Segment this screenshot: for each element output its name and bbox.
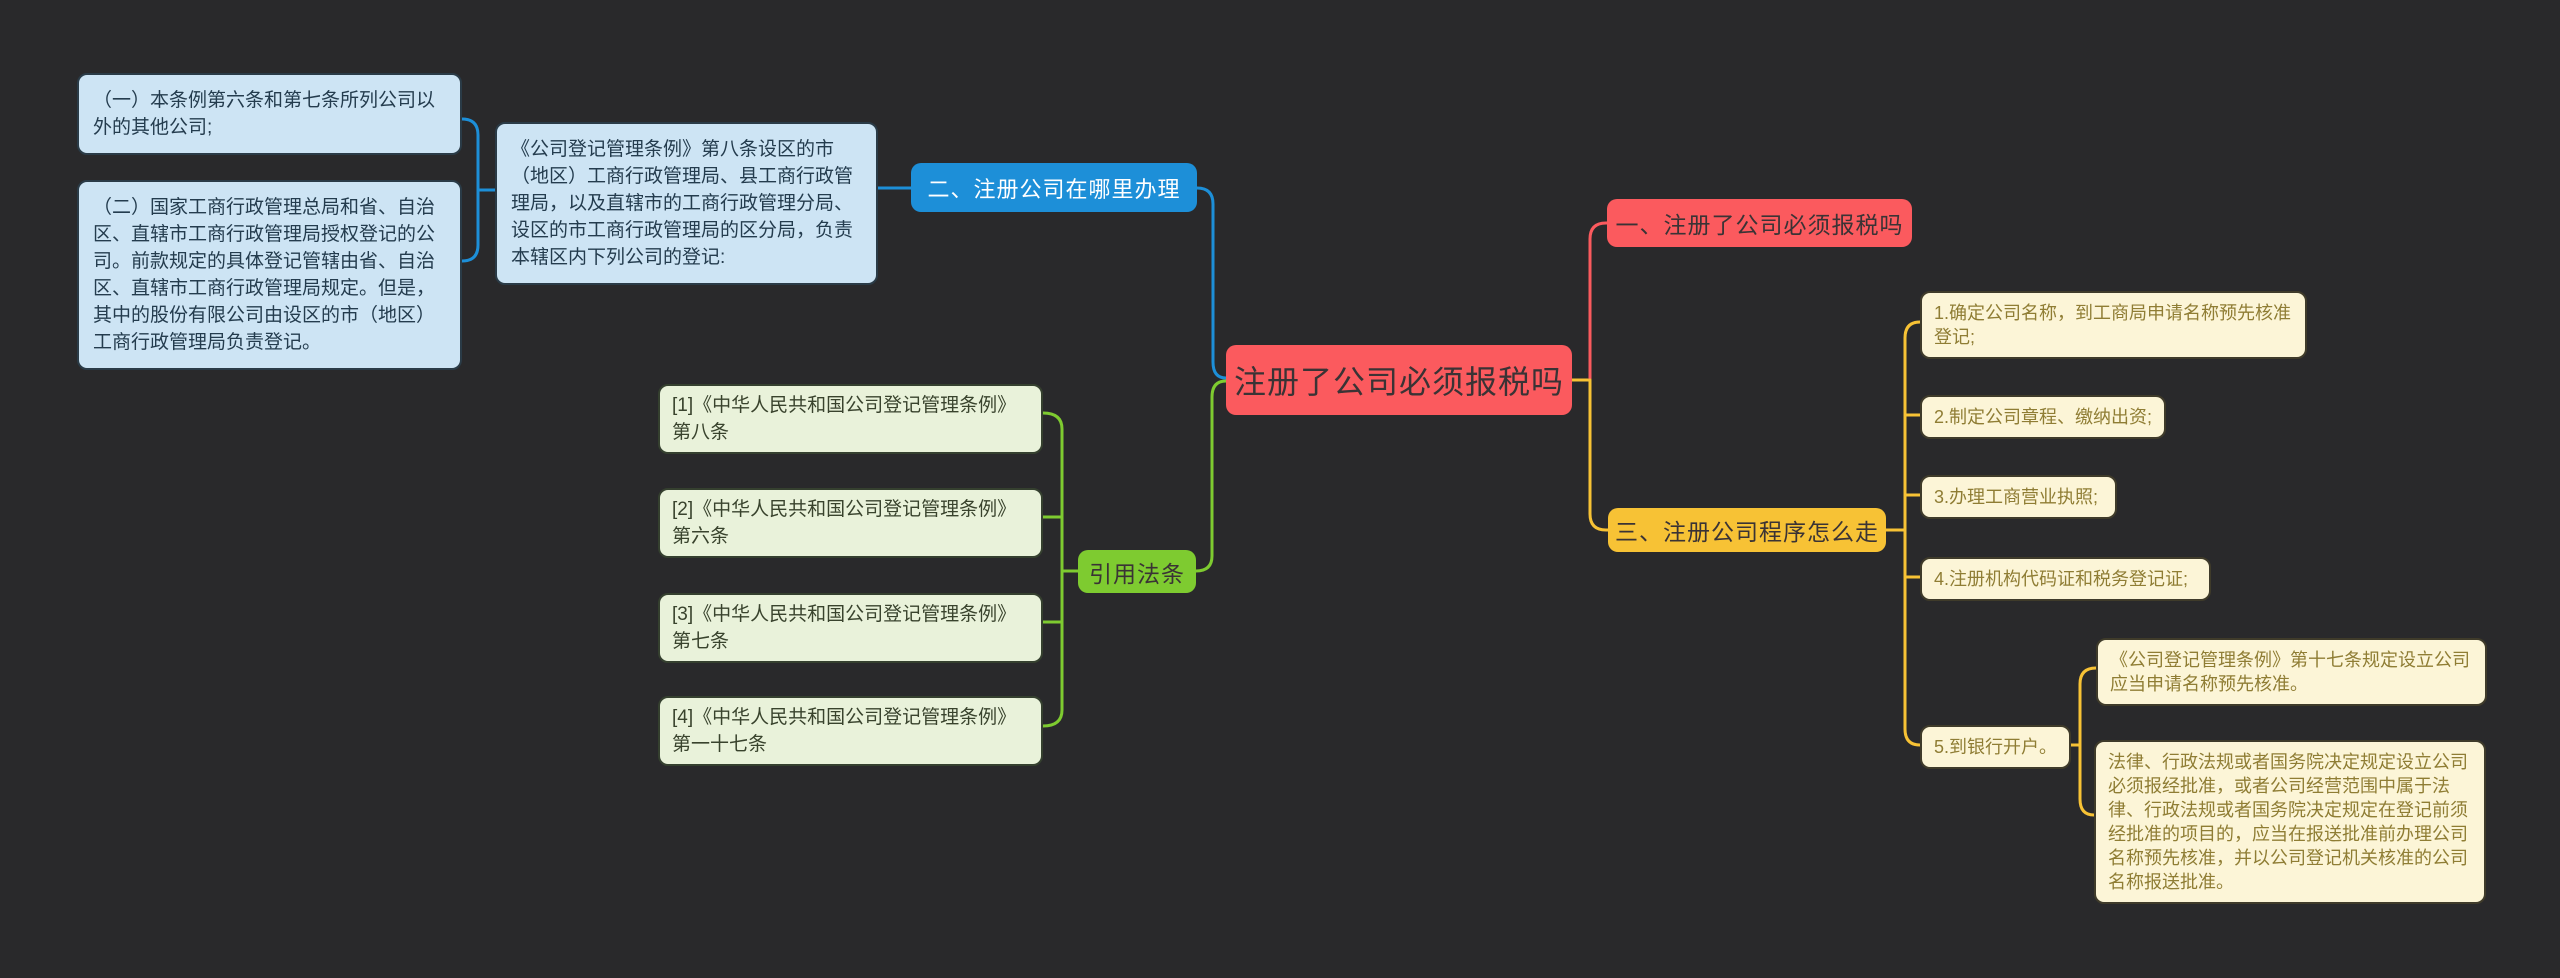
central-topic-label: 注册了公司必须报税吗: [1234, 364, 1565, 400]
citation-1[interactable]: [1]《中华人民共和国公司登记管理条例》 第八条: [658, 384, 1043, 454]
connector-green-central-to-node: [1194, 379, 1228, 573]
step-1-label: 1.确定公司名称，到工商局申请名称预先核准登记;: [1934, 303, 2292, 347]
citations-node[interactable]: 引用法条: [1078, 550, 1196, 593]
step-4-label: 4.注册机构代码证和税务登记证;: [1934, 569, 2189, 589]
article-8-summary[interactable]: 《公司登记管理条例》第八条设区的市（地区）工商行政管理局、县工商行政管理局，以及…: [495, 122, 878, 285]
citations-label: 引用法条: [1089, 560, 1185, 587]
connector-green-citations-trunk: [1041, 411, 1064, 728]
branch-one-node[interactable]: 一、注册了公司必须报税吗: [1607, 199, 1912, 247]
citation-1-label: [1]《中华人民共和国公司登记管理条例》 第八条: [672, 395, 1017, 443]
connector-red-to-branch-one: [1588, 221, 1609, 382]
central-topic-node[interactable]: 注册了公司必须报税吗: [1226, 345, 1572, 415]
connector-yellow-notes-trunk: [2078, 666, 2098, 817]
branch-three-node[interactable]: 三、注册公司程序怎么走: [1608, 508, 1886, 552]
step-5[interactable]: 5.到银行开户。: [1920, 725, 2072, 769]
branch-three-label: 三、注册公司程序怎么走: [1615, 519, 1879, 545]
citation-3-label: [3]《中华人民共和国公司登记管理条例》 第七条: [672, 604, 1017, 652]
citation-4-label: [4]《中华人民共和国公司登记管理条例》 第一十七条: [672, 707, 1017, 755]
step-3[interactable]: 3.办理工商营业执照;: [1920, 475, 2117, 519]
note-article-17[interactable]: 《公司登记管理条例》第十七条规定设立公司应当申请名称预先核准。: [2096, 638, 2487, 706]
registration-scope-item-1[interactable]: （一）本条例第六条和第七条所列公司以外的其他公司;: [77, 73, 462, 155]
connector-blue-items-trunk: [460, 117, 480, 263]
branch-two-node[interactable]: 二、注册公司在哪里办理: [911, 163, 1197, 212]
connector-blue-node-to-central: [1195, 186, 1228, 380]
note-article-17-label: 《公司登记管理条例》第十七条规定设立公司应当申请名称预先核准。: [2110, 650, 2470, 694]
registration-scope-item-1-label: （一）本条例第六条和第七条所列公司以外的其他公司;: [93, 90, 436, 138]
step-2[interactable]: 2.制定公司章程、缴纳出资;: [1920, 395, 2167, 439]
branch-two-label: 二、注册公司在哪里办理: [927, 176, 1181, 202]
citation-2[interactable]: [2]《中华人民共和国公司登记管理条例》 第六条: [658, 488, 1043, 558]
step-3-label: 3.办理工商营业执照;: [1934, 487, 2099, 507]
article-8-summary-label: 《公司登记管理条例》第八条设区的市（地区）工商行政管理局、县工商行政管理局，以及…: [511, 139, 854, 268]
note-approval[interactable]: 法律、行政法规或者国务院决定规定设立公司必须报经批准，或者公司经营范围中属于法律…: [2094, 740, 2486, 904]
note-approval-label: 法律、行政法规或者国务院决定规定设立公司必须报经批准，或者公司经营范围中属于法律…: [2108, 752, 2468, 892]
connector-yellow-to-branch-three: [1588, 378, 1610, 532]
citation-3[interactable]: [3]《中华人民共和国公司登记管理条例》 第七条: [658, 593, 1043, 663]
step-5-label: 5.到银行开户。: [1934, 737, 2058, 757]
step-1[interactable]: 1.确定公司名称，到工商局申请名称预先核准登记;: [1920, 291, 2307, 359]
branch-one-label: 一、注册了公司必须报税吗: [1615, 212, 1904, 238]
step-2-label: 2.制定公司章程、缴纳出资;: [1934, 407, 2153, 427]
citation-2-label: [2]《中华人民共和国公司登记管理条例》 第六条: [672, 499, 1017, 547]
connector-yellow-steps-trunk: [1903, 320, 1922, 747]
citation-4[interactable]: [4]《中华人民共和国公司登记管理条例》 第一十七条: [658, 696, 1043, 766]
registration-scope-item-2[interactable]: （二）国家工商行政管理总局和省、自治区、直辖市工商行政管理局授权登记的公司。前款…: [77, 180, 462, 370]
registration-scope-item-2-label: （二）国家工商行政管理总局和省、自治区、直辖市工商行政管理局授权登记的公司。前款…: [93, 197, 436, 353]
step-4[interactable]: 4.注册机构代码证和税务登记证;: [1920, 557, 2211, 601]
